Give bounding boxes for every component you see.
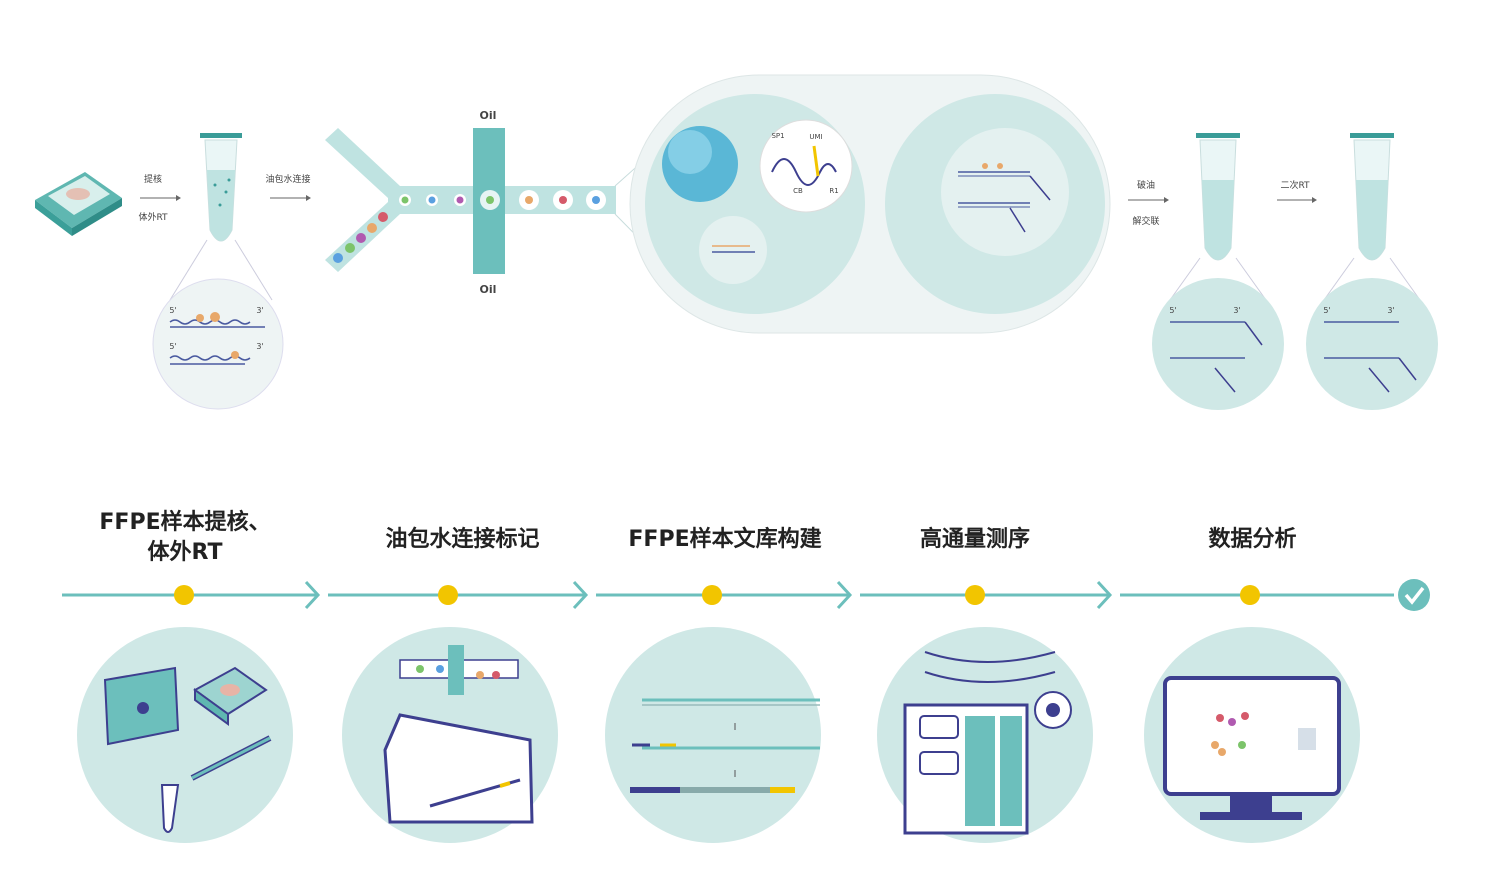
- bead-label-cb: CB: [793, 187, 803, 195]
- zoom-circle-2: [1152, 278, 1284, 410]
- arrow-3-bottom-label: 解交联: [1132, 217, 1160, 227]
- step-4-illustration: [877, 627, 1093, 843]
- five-prime-label: 5': [169, 306, 177, 315]
- check-icon: [1398, 579, 1430, 611]
- timeline-dot-2: [438, 585, 458, 605]
- step-1-illustration: [77, 627, 293, 843]
- zoom-circle-1: [152, 278, 284, 410]
- arrow-3-top-label: 破油: [1136, 181, 1155, 191]
- three-prime-label: 3': [256, 342, 264, 351]
- timeline-dot-3: [702, 585, 722, 605]
- arrow-2-top-label: 油包水连接: [265, 175, 311, 185]
- droplet-capsule: [614, 74, 1111, 334]
- microfluidic-chip: [325, 128, 616, 274]
- five-prime-label: 5': [169, 342, 177, 351]
- arrow-1-top-label: 提核: [143, 175, 162, 185]
- tube-1-icon: [169, 133, 273, 301]
- step-1-label-line1: FFPE样本提核、: [99, 510, 271, 535]
- ffpe-block-icon: [35, 172, 122, 236]
- three-prime-label: 3': [256, 306, 264, 315]
- three-prime-label: 3': [1233, 306, 1241, 315]
- step-5-illustration: [1144, 627, 1360, 843]
- timeline-dot-5: [1240, 585, 1260, 605]
- timeline: [62, 579, 1430, 611]
- arrow-4: [1277, 197, 1317, 203]
- step-2-label: 油包水连接标记: [385, 527, 540, 552]
- arrow-3: [1128, 197, 1169, 203]
- oil-bottom-label: Oil: [479, 283, 497, 296]
- timeline-dot-4: [965, 585, 985, 605]
- five-prime-label: 5': [1169, 306, 1177, 315]
- tube-3-icon: [1323, 133, 1421, 301]
- five-prime-label: 5': [1323, 306, 1331, 315]
- zoom-circle-3: [1306, 278, 1438, 410]
- step-1-label: FFPE样本提核、 体外RT: [60, 508, 310, 568]
- tube-2-icon: [1169, 133, 1267, 301]
- bead-label-r1: R1: [829, 187, 839, 195]
- arrow-1: [140, 195, 181, 201]
- bead-label-sp1: SP1: [771, 132, 785, 140]
- step-3-illustration: [605, 627, 821, 843]
- step-1-label-line2: 体外RT: [147, 540, 223, 565]
- arrow-2: [270, 195, 311, 201]
- step-2-illustration: [342, 627, 558, 843]
- bead-label-umi: UMI: [809, 133, 823, 141]
- step-5-label: 数据分析: [1208, 527, 1297, 552]
- arrow-1-bottom-label: 体外RT: [138, 213, 168, 223]
- step-4-label: 高通量测序: [919, 527, 1030, 552]
- three-prime-label: 3': [1387, 306, 1395, 315]
- arrow-4-top-label: 二次RT: [1280, 181, 1310, 191]
- step-3-label: FFPE样本文库构建: [628, 527, 822, 552]
- oil-top-label: Oil: [479, 109, 497, 122]
- timeline-dot-1: [174, 585, 194, 605]
